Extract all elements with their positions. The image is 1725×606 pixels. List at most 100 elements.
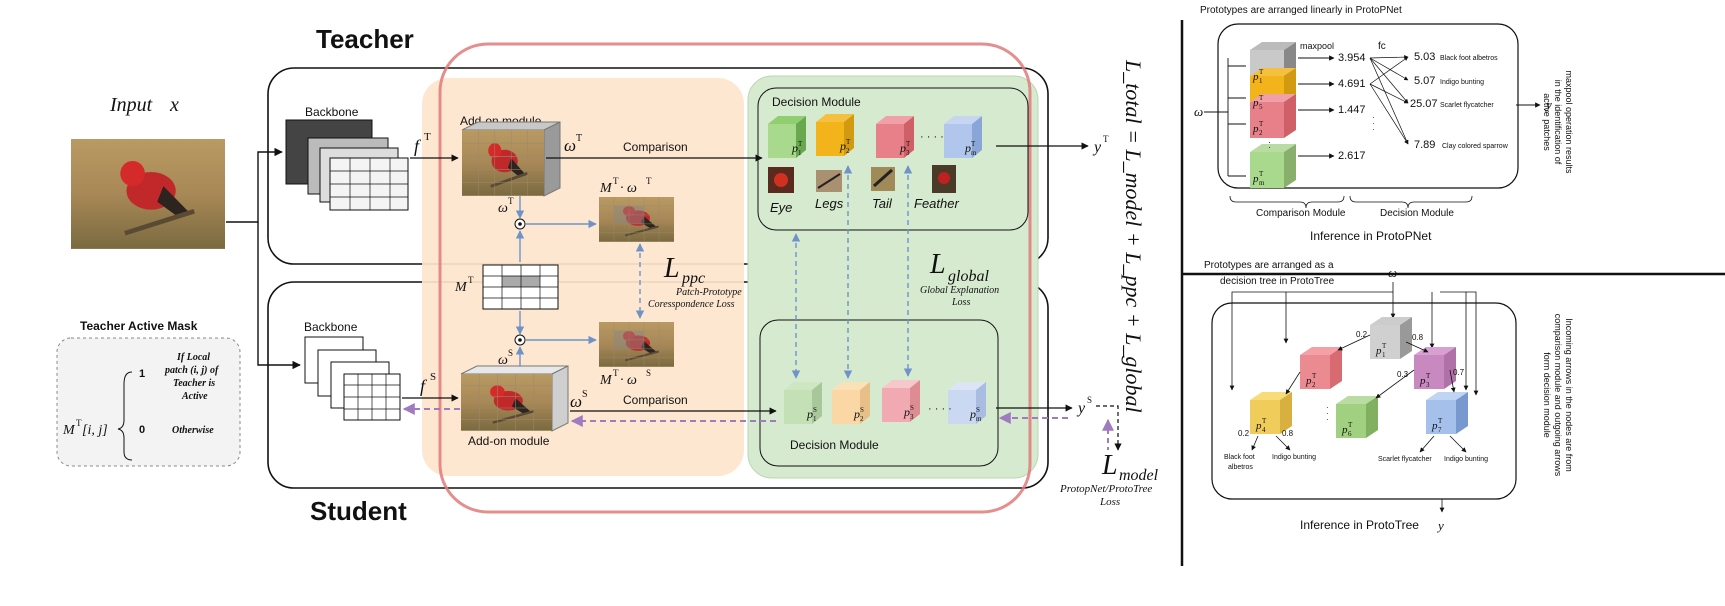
omega-teacher: ω	[564, 136, 576, 155]
svg-text:0.2: 0.2	[1356, 330, 1368, 339]
svg-text:ω: ω	[498, 201, 508, 216]
svg-text:T: T	[846, 138, 851, 146]
svg-text:p: p	[1252, 97, 1259, 109]
svg-text:·: ·	[1268, 142, 1271, 152]
svg-text:T: T	[468, 275, 474, 285]
svg-text:S: S	[976, 406, 980, 414]
prototree-caption: Inference in ProtoTree	[1300, 518, 1419, 532]
teacher-title: Teacher	[316, 24, 414, 54]
svg-text:1: 1	[1259, 77, 1263, 85]
svg-text:model: model	[1119, 467, 1159, 484]
l-total: L_total = L_model + L_ppc + L_global	[1121, 59, 1146, 413]
svg-text:p: p	[791, 141, 798, 155]
prototree-title: Prototypes are arranged as a	[1204, 260, 1334, 271]
svg-text:Black foot albetros: Black foot albetros	[1440, 55, 1498, 62]
svg-text:25.07: 25.07	[1410, 98, 1438, 110]
protopnet-comparison-label: Comparison Module	[1256, 208, 1346, 219]
svg-text:in the identification of: in the identification of	[1553, 80, 1563, 165]
svg-text:7.89: 7.89	[1414, 139, 1435, 151]
svg-text:ω: ω	[1388, 265, 1397, 280]
svg-text:2: 2	[1259, 129, 1263, 137]
student-addon-label: Add-on module	[468, 434, 550, 448]
l-ppc-desc: Patch-Prototype	[675, 287, 742, 298]
protopnet-box	[1217, 23, 1519, 189]
svg-text:Coresspondence Loss: Coresspondence Loss	[648, 299, 735, 310]
svg-text:T: T	[646, 176, 652, 186]
svg-text:S: S	[860, 406, 864, 414]
svg-text:Active: Active	[181, 391, 208, 402]
part-legs: Legs	[815, 196, 844, 211]
svg-text:y: y	[1436, 518, 1444, 533]
protopnet-prototypes	[1250, 42, 1296, 188]
svg-text:· ω: · ω	[620, 181, 637, 196]
svg-text:decision tree in ProtoTree: decision tree in ProtoTree	[1220, 276, 1335, 287]
svg-text:m: m	[1259, 179, 1265, 187]
svg-text:T: T	[1438, 417, 1443, 425]
svg-text:T: T	[424, 131, 431, 143]
svg-text:T: T	[613, 368, 619, 378]
svg-text:m: m	[976, 415, 982, 423]
svg-text:·: ·	[1326, 403, 1329, 412]
svg-text:p: p	[1305, 375, 1312, 387]
part-feather: Feather	[914, 196, 959, 211]
svg-text:albetros: albetros	[1228, 464, 1253, 471]
svg-text:m: m	[971, 149, 977, 157]
l-model-desc: ProtopNet/ProtoTree	[1059, 483, 1152, 495]
svg-text:·: ·	[1326, 409, 1329, 418]
mask-label: M	[454, 280, 468, 295]
svg-text:M: M	[62, 423, 76, 438]
masked-teacher-embedding	[597, 195, 676, 243]
svg-text:T: T	[1382, 342, 1387, 350]
svg-text:p: p	[899, 141, 906, 155]
svg-text:0.3: 0.3	[1397, 370, 1409, 379]
svg-text:Loss: Loss	[951, 297, 970, 308]
svg-text:y: y	[1544, 97, 1552, 112]
l-model: L	[1101, 450, 1118, 481]
f-student: f	[420, 376, 428, 396]
prototree-comparison-arrows	[1229, 282, 1479, 396]
svg-text:T: T	[1259, 94, 1264, 102]
svg-text:Scarlet flycatcher: Scarlet flycatcher	[1378, 456, 1432, 463]
svg-text:T: T	[76, 418, 82, 428]
svg-text:1: 1	[139, 368, 145, 380]
svg-text:5: 5	[1259, 103, 1263, 111]
input-to-student-arrow	[257, 222, 301, 370]
prototree-edges	[1251, 334, 1467, 453]
svg-text:p: p	[1252, 71, 1259, 83]
teacher-comparison-label: Comparison	[623, 140, 688, 154]
svg-text:3: 3	[906, 149, 910, 157]
svg-text:p: p	[1255, 420, 1262, 432]
svg-text:Black foot: Black foot	[1224, 454, 1255, 461]
teacher-decision-label: Decision Module	[772, 95, 861, 109]
svg-text:·: ·	[1372, 125, 1375, 134]
svg-text:p: p	[1341, 424, 1348, 436]
svg-text:0.8: 0.8	[1412, 333, 1424, 342]
maxpool-label: maxpool	[1300, 41, 1334, 51]
svg-text:p: p	[806, 407, 813, 421]
prototree-nodes	[1250, 317, 1468, 438]
svg-text:p: p	[839, 139, 846, 153]
svg-text:p: p	[903, 405, 910, 419]
input-bird-image	[71, 139, 225, 249]
distillation-frame	[438, 42, 1032, 514]
svg-text:M: M	[599, 181, 613, 196]
svg-text:0.8: 0.8	[1282, 429, 1294, 438]
svg-text:·: ·	[1372, 113, 1375, 122]
svg-text:T: T	[1259, 120, 1264, 128]
svg-text:7: 7	[1438, 426, 1442, 434]
svg-text:2: 2	[1312, 381, 1316, 389]
svg-text:S: S	[582, 389, 588, 400]
fc-connections	[1369, 55, 1409, 145]
svg-text:3: 3	[910, 413, 914, 421]
prototype-patches	[768, 165, 956, 193]
svg-text:3: 3	[1426, 381, 1430, 389]
active-mask-title: Teacher Active Mask	[80, 319, 198, 333]
svg-text:Otherwise: Otherwise	[172, 425, 214, 436]
input-label: Input	[109, 94, 153, 116]
svg-text:0.7: 0.7	[1453, 368, 1465, 377]
svg-text:p: p	[1431, 420, 1438, 432]
svg-text:6: 6	[1348, 430, 1352, 438]
protopnet-caption: Inference in ProtoPNet	[1310, 229, 1432, 243]
svg-text:p: p	[1419, 375, 1426, 387]
